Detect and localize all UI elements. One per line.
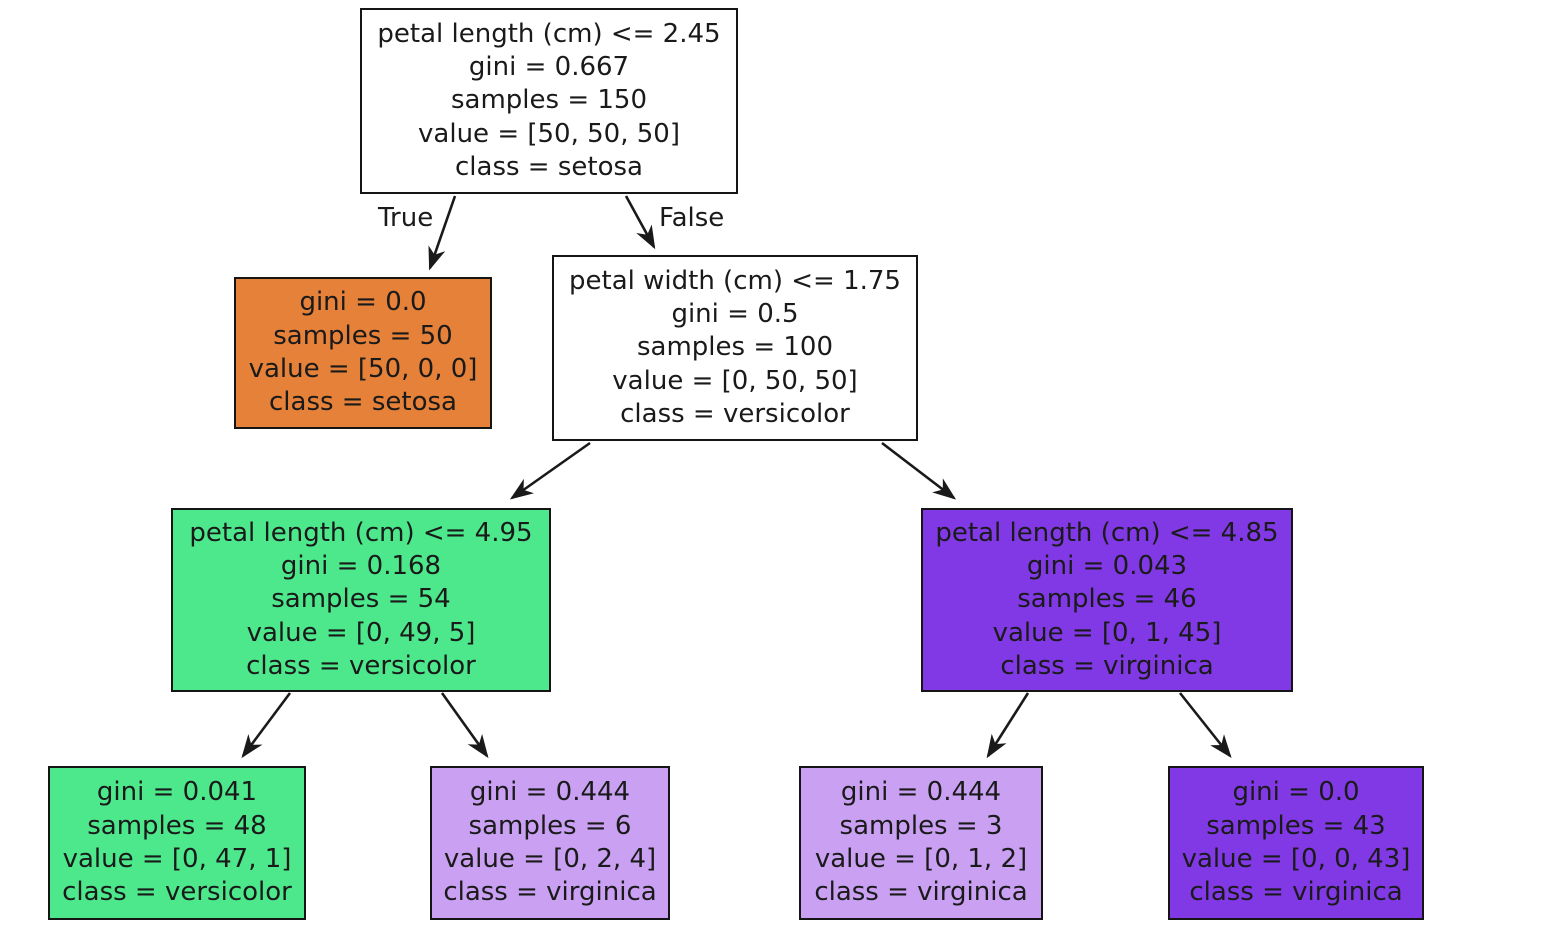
tree-node-petal-width[interactable]: petal width (cm) <= 1.75 gini = 0.5 samp… bbox=[552, 255, 918, 441]
edge-root-to-setosa-leaf bbox=[428, 195, 457, 271]
edge-petal-width-to-virginica bbox=[881, 441, 957, 500]
node-samples: samples = 100 bbox=[636, 332, 833, 363]
node-samples: samples = 3 bbox=[839, 810, 1003, 841]
node-condition: petal width (cm) <= 1.75 bbox=[569, 265, 901, 296]
edge-virginica-to-leaf-3 bbox=[986, 692, 1030, 759]
tree-node-setosa-leaf[interactable]: gini = 0.0 samples = 50 value = [50, 0, … bbox=[234, 277, 492, 429]
node-samples: samples = 43 bbox=[1206, 810, 1386, 841]
node-gini: gini = 0.168 bbox=[280, 551, 442, 582]
node-samples: samples = 50 bbox=[273, 320, 453, 351]
node-value: value = [50, 50, 50] bbox=[418, 118, 680, 149]
tree-leaf-versicolor-48[interactable]: gini = 0.041 samples = 48 value = [0, 47… bbox=[48, 766, 306, 920]
node-gini: gini = 0.0 bbox=[1232, 777, 1360, 808]
node-condition: petal length (cm) <= 2.45 bbox=[377, 18, 721, 49]
node-samples: samples = 6 bbox=[468, 810, 632, 841]
tree-leaf-virginica-6[interactable]: gini = 0.444 samples = 6 value = [0, 2, … bbox=[430, 766, 670, 920]
edge-root-to-petal-width bbox=[624, 195, 656, 250]
node-samples: samples = 54 bbox=[271, 584, 451, 615]
edge-petal-width-to-versicolor bbox=[509, 441, 591, 500]
node-condition: petal length (cm) <= 4.95 bbox=[189, 517, 533, 548]
node-samples: samples = 46 bbox=[1017, 584, 1197, 615]
node-gini: gini = 0.0 bbox=[299, 287, 427, 318]
node-value: value = [0, 2, 4] bbox=[443, 844, 657, 874]
node-gini: gini = 0.667 bbox=[468, 52, 630, 83]
node-class: class = virginica bbox=[1000, 650, 1214, 681]
node-value: value = [0, 49, 5] bbox=[246, 617, 476, 648]
edge-versicolor-to-leaf-48 bbox=[241, 692, 292, 759]
tree-node-versicolor-split[interactable]: petal length (cm) <= 4.95 gini = 0.168 s… bbox=[171, 508, 551, 692]
node-class: class = versicolor bbox=[62, 877, 292, 908]
node-value: value = [0, 0, 43] bbox=[1181, 844, 1411, 874]
node-value: value = [0, 1, 2] bbox=[814, 844, 1028, 874]
node-samples: samples = 150 bbox=[450, 85, 647, 116]
node-class: class = versicolor bbox=[246, 650, 476, 681]
node-gini: gini = 0.444 bbox=[840, 777, 1002, 808]
edge-label-false: False bbox=[659, 203, 725, 233]
node-class: class = setosa bbox=[269, 387, 457, 418]
node-class: class = versicolor bbox=[620, 398, 850, 429]
node-class: class = setosa bbox=[455, 151, 643, 182]
node-class: class = virginica bbox=[443, 877, 657, 908]
node-class: class = virginica bbox=[814, 877, 1028, 908]
node-gini: gini = 0.5 bbox=[671, 299, 799, 330]
node-class: class = virginica bbox=[1189, 877, 1403, 908]
node-gini: gini = 0.043 bbox=[1026, 551, 1188, 582]
node-condition: petal length (cm) <= 4.85 bbox=[935, 517, 1279, 548]
tree-leaf-virginica-43[interactable]: gini = 0.0 samples = 43 value = [0, 0, 4… bbox=[1168, 766, 1424, 920]
tree-node-root[interactable]: petal length (cm) <= 2.45 gini = 0.667 s… bbox=[360, 8, 738, 194]
node-value: value = [0, 47, 1] bbox=[62, 844, 292, 874]
node-value: value = [0, 1, 45] bbox=[992, 617, 1222, 648]
edge-label-true: True bbox=[378, 203, 434, 233]
edge-virginica-to-leaf-43 bbox=[1178, 692, 1232, 759]
tree-leaf-virginica-3[interactable]: gini = 0.444 samples = 3 value = [0, 1, … bbox=[799, 766, 1043, 920]
node-value: value = [50, 0, 0] bbox=[248, 354, 478, 384]
node-gini: gini = 0.041 bbox=[96, 777, 258, 808]
node-value: value = [0, 50, 50] bbox=[612, 365, 858, 396]
tree-node-virginica-split[interactable]: petal length (cm) <= 4.85 gini = 0.043 s… bbox=[921, 508, 1293, 692]
node-samples: samples = 48 bbox=[87, 810, 267, 841]
node-gini: gini = 0.444 bbox=[469, 777, 631, 808]
edge-versicolor-to-leaf-6 bbox=[440, 692, 489, 759]
